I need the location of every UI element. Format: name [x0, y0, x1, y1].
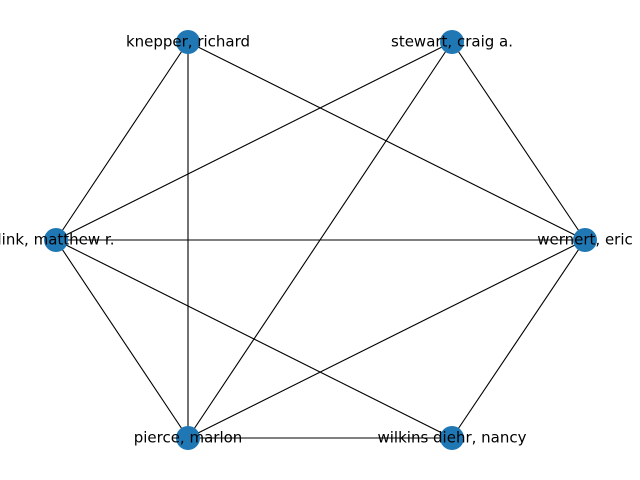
graph-labels: knepper, richard stewart, craig a. wernert…: [0, 33, 633, 447]
graph-nodes: [44, 30, 597, 450]
edge-stewart-link: [55, 41, 453, 241]
node-label-knepper: knepper, richard: [126, 33, 250, 51]
node-label-wilkins: wilkins diehr, nancy: [377, 429, 526, 447]
edge-link-pierce: [55, 239, 189, 439]
edge-link-wilkins: [55, 239, 453, 439]
node-pierce: [176, 426, 200, 450]
node-wilkins: [440, 426, 464, 450]
node-link: [44, 228, 68, 252]
edge-wernert-wilkins: [451, 239, 586, 439]
graph-edges: [55, 41, 586, 439]
node-label-wernert: wernert, eric: [537, 231, 633, 249]
edge-knepper-link: [55, 41, 189, 241]
node-label-link: link, matthew r.: [0, 231, 114, 249]
node-wernert: [573, 228, 597, 252]
node-label-stewart: stewart, craig a.: [391, 33, 513, 51]
node-stewart: [440, 30, 464, 54]
node-knepper: [176, 30, 200, 54]
edge-stewart-wernert: [451, 41, 586, 241]
node-label-pierce: pierce, marlon: [134, 429, 243, 447]
edge-wernert-pierce: [187, 239, 586, 439]
